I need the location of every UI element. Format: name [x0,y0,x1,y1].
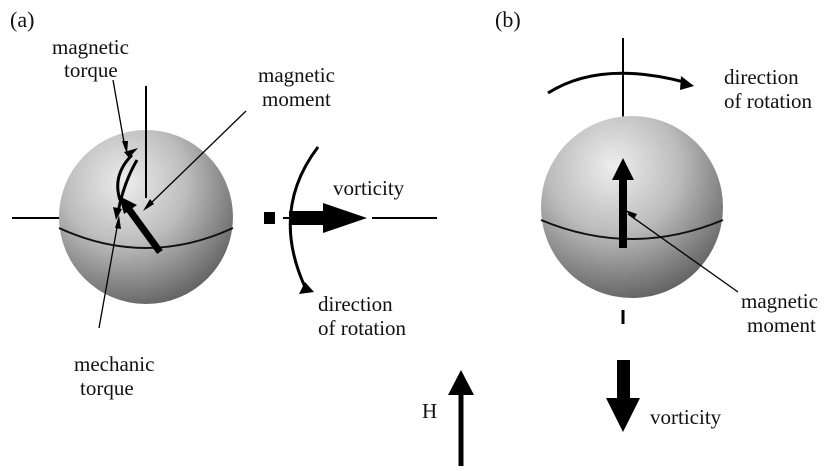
magnetic-moment-label-1: magnetic [258,63,335,87]
vorticity-axis-block [264,212,275,224]
mechanic-torque-label-1: mechanic [74,352,154,376]
magnetic-torque-leader-head [122,141,128,154]
vorticity-arrow-a [289,203,367,233]
direction-of-rotation-label-b-2: of rotation [724,89,813,113]
h-field-arrow-head [448,370,474,395]
rotation-direction-arc-a [288,146,320,288]
panel-b: (b) direction of rotation magnetic momen… [495,7,818,432]
vorticity-arrow-b-shaft [617,360,630,400]
rotation-direction-arc-b-head [680,76,694,90]
mechanic-torque-leader-head [115,215,121,229]
magnetic-moment-arrow-b-head [612,158,634,180]
rotation-direction-arc-b [547,71,685,95]
magnetic-moment-leader-b-head [625,210,637,219]
magnetic-field-h: H [422,370,474,466]
vorticity-label-a: vorticity [333,176,405,200]
magnetic-moment-label-2: moment [262,87,331,111]
magnetic-moment-leader [147,110,247,207]
panel-a: (a) magnetic torque magnetic moment mech… [10,7,437,400]
sphere-b-equator [540,219,724,240]
vorticity-arrow-b-head [606,398,640,432]
magnetic-moment-arrow-shaft [125,205,163,255]
direction-of-rotation-label-a-2: of rotation [318,316,407,340]
magnetic-torque-leader [112,79,126,149]
magnetic-torque-arc [116,153,134,201]
sphere-a-equator [58,227,234,249]
magnetic-moment-label-b-2: moment [747,313,816,337]
panel-a-label: (a) [10,7,34,32]
vorticity-label-b: vorticity [650,405,722,429]
magnetic-moment-leader-b [627,213,739,293]
mechanic-torque-arc-head [113,207,122,220]
panel-b-label: (b) [495,7,521,32]
sphere-a [59,130,233,304]
magnetic-moment-label-b-1: magnetic [741,289,818,313]
mechanic-torque-leader [98,221,119,329]
sphere-b [541,116,723,298]
mechanic-torque-label-2: torque [80,376,134,400]
magnetic-moment-arrow-head [119,196,137,214]
magnetic-torque-label-1: magnetic [52,35,129,59]
magnetic-torque-arc-head [124,148,138,158]
direction-of-rotation-label-b-1: direction [724,65,799,89]
magnetic-moment-leader-head [143,199,154,211]
magnetic-torque-label-2: torque [64,58,118,82]
mechanic-torque-arc [116,159,139,213]
h-field-label: H [422,399,437,423]
direction-of-rotation-label-a-1: direction [318,292,393,316]
rotation-direction-arc-a-head [299,282,314,294]
